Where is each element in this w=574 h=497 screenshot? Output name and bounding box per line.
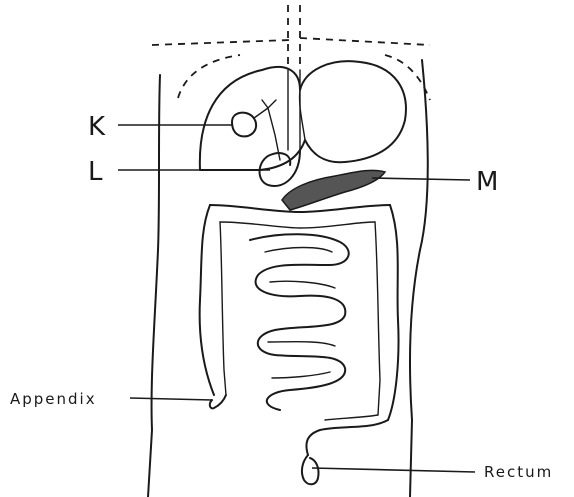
label-l: L	[88, 157, 103, 187]
leader-appendix	[130, 398, 212, 400]
leader-rectum	[312, 468, 475, 472]
rectum-organ	[302, 455, 319, 484]
bile-duct	[254, 100, 280, 160]
ascending-colon-inner	[220, 222, 226, 395]
diaphragm-dashed-line	[152, 38, 430, 45]
descending-colon	[388, 205, 399, 420]
transverse-colon-inner	[220, 222, 375, 228]
rib-left-dashed	[178, 55, 240, 98]
label-appendix: Appendix	[10, 390, 97, 408]
sigmoid-colon-inner	[325, 415, 378, 420]
gall-bladder	[232, 113, 256, 137]
appendix-organ	[210, 395, 226, 408]
descending-colon-inner	[375, 222, 380, 415]
leader-m	[372, 178, 470, 180]
liver	[200, 61, 406, 170]
oesophagus	[288, 5, 300, 70]
small-intestine	[250, 234, 349, 410]
ascending-colon	[200, 205, 214, 395]
pancreas	[282, 170, 385, 210]
sigmoid-colon	[306, 420, 388, 455]
torso-left-outline	[148, 75, 160, 497]
label-rectum: Rectum	[484, 463, 553, 481]
label-k: K	[88, 112, 106, 142]
label-m: M	[476, 167, 498, 197]
torso-right-outline	[410, 60, 428, 497]
